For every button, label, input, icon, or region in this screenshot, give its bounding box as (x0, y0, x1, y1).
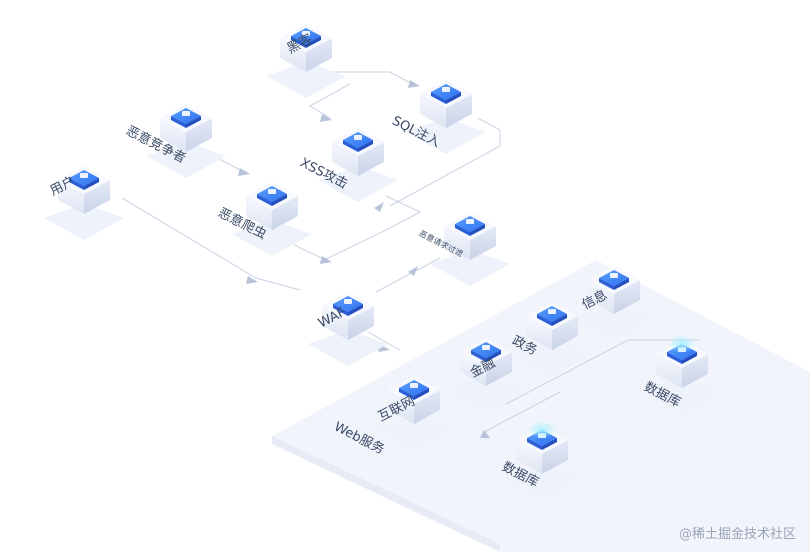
connector-arrows (238, 80, 490, 438)
node-gov (512, 302, 592, 376)
lock-icon (182, 111, 190, 116)
node-info (574, 266, 654, 340)
bug-icon (268, 189, 276, 194)
node-waf (308, 292, 388, 366)
node-db2 (502, 421, 582, 500)
node-db1 (642, 335, 722, 414)
node-xss (318, 128, 398, 202)
node-user (44, 166, 124, 240)
coin-icon (482, 345, 490, 350)
person-icon (302, 31, 310, 36)
firewall-icon (344, 299, 352, 304)
node-competitor (146, 104, 226, 178)
node-internet (374, 376, 454, 450)
line-waf-services (367, 331, 401, 351)
line-sql-down (389, 117, 501, 207)
person-icon (80, 173, 88, 178)
code-icon (354, 135, 362, 140)
globe-icon (410, 383, 418, 388)
node-sql (406, 80, 486, 154)
home-icon (548, 309, 556, 314)
filter-icon (466, 219, 474, 224)
node-crawler (232, 182, 312, 256)
node-hacker (266, 24, 346, 98)
node-finance (446, 338, 526, 412)
line-waf-filter (375, 257, 441, 293)
document-icon (610, 273, 618, 278)
node-malicious-request (430, 212, 510, 286)
services-platform-edge (272, 436, 500, 552)
services-platform (272, 260, 810, 552)
line-db2 (483, 391, 561, 433)
line-user-waf (121, 197, 301, 291)
screen-icon (442, 87, 450, 92)
line-hacker-xss (308, 83, 351, 119)
watermark: @稀土掘金技术社区 (678, 527, 796, 542)
line-xss-down (319, 195, 422, 263)
